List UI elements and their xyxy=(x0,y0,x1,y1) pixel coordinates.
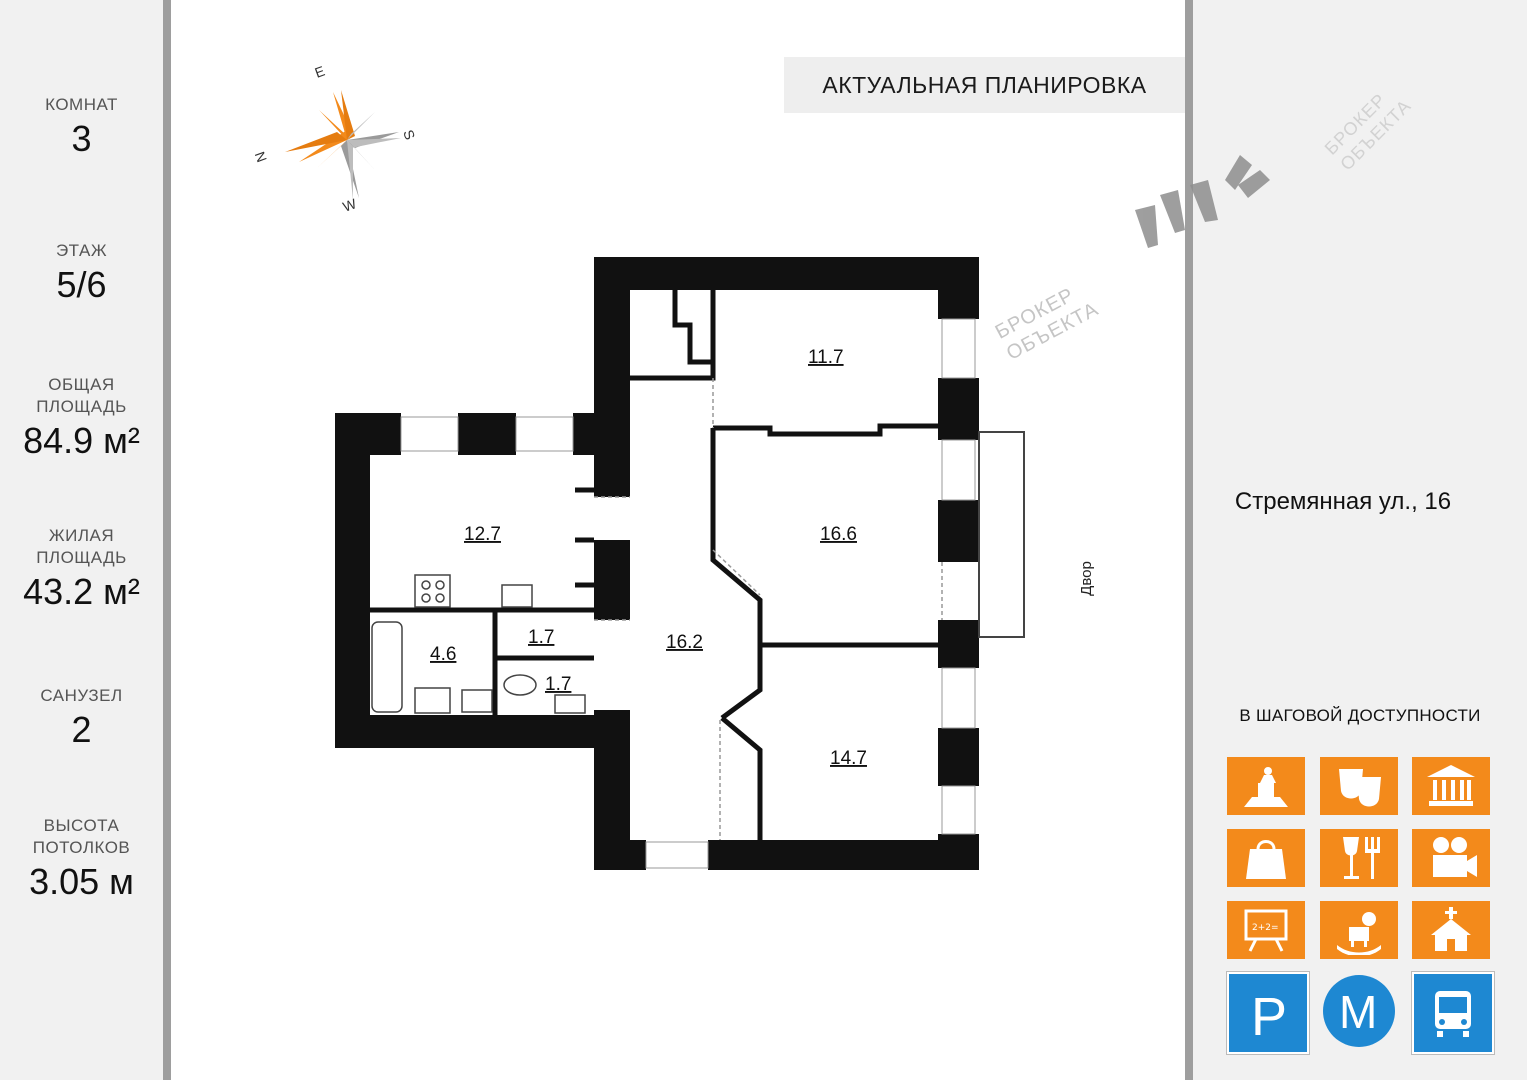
kindergarten-icon xyxy=(1320,901,1398,959)
left-panel-divider xyxy=(163,0,171,1080)
left-info-panel: КОМНАТ 3 ЭТАЖ 5/6 ОБЩАЯ ПЛОЩАДЬ 84.9 м² … xyxy=(0,0,163,1080)
watermark-logo-icon xyxy=(1135,155,1270,248)
stat-label: ЖИЛАЯ ПЛОЩАДЬ xyxy=(36,526,127,567)
stat-total-area: ОБЩАЯ ПЛОЩАДЬ 84.9 м² xyxy=(0,374,163,462)
museum-icon xyxy=(1412,757,1490,815)
svg-text:2+2=: 2+2= xyxy=(1252,923,1279,933)
stat-value: 2 xyxy=(71,709,92,750)
compass-south-label: S xyxy=(400,128,418,142)
room-label: 16.6 xyxy=(820,524,857,545)
restaurant-icon xyxy=(1320,829,1398,887)
address: Стремянная ул., 16 xyxy=(1234,488,1452,515)
room-label: 16.2 xyxy=(666,632,703,653)
room-label: 11.7 xyxy=(808,347,844,368)
windows xyxy=(400,318,976,869)
monument-icon xyxy=(1227,757,1305,815)
stat-value: 3.05 м xyxy=(29,861,134,902)
compass-north-label: N xyxy=(255,149,270,164)
svg-text:P: P xyxy=(1251,987,1287,1043)
bus-sign-icon xyxy=(1412,972,1494,1054)
theatre-icon xyxy=(1320,757,1398,815)
walls xyxy=(335,257,979,870)
compass-rose-icon: E S N W xyxy=(255,63,418,215)
compass-east-label: E xyxy=(313,63,327,81)
interior-walls xyxy=(370,290,938,840)
stat-floor: ЭТАЖ 5/6 xyxy=(0,240,163,306)
stat-label: ВЫСОТА ПОТОЛКОВ xyxy=(32,816,131,857)
stat-value: 3 xyxy=(71,118,92,159)
stat-label: САНУЗЕЛ xyxy=(40,686,123,705)
parking-sign-icon: P xyxy=(1227,972,1309,1054)
stat-ceiling-height: ВЫСОТА ПОТОЛКОВ 3.05 м xyxy=(0,815,163,903)
compass-west-label: W xyxy=(341,195,360,215)
shopping-icon xyxy=(1227,829,1305,887)
stat-bathrooms: САНУЗЕЛ 2 xyxy=(0,685,163,751)
stat-label: ОБЩАЯ ПЛОЩАДЬ xyxy=(36,375,127,416)
room-label: 4.6 xyxy=(430,644,456,665)
doorways xyxy=(594,378,943,840)
stat-rooms: КОМНАТ 3 xyxy=(0,94,163,160)
cinema-icon xyxy=(1412,829,1490,887)
metro-sign-icon: M xyxy=(1320,972,1398,1050)
balcony xyxy=(978,431,1025,638)
stat-living-area: ЖИЛАЯ ПЛОЩАДЬ 43.2 м² xyxy=(0,525,163,613)
school-icon: 2+2= xyxy=(1227,901,1305,959)
stat-label: КОМНАТ xyxy=(45,95,118,114)
room-label: 12.7 xyxy=(464,524,501,545)
room-label: 14.7 xyxy=(830,748,867,769)
floor-plan: 11.7 12.7 16.6 16.2 4.6 1.7 1.7 14.7 xyxy=(335,257,1025,870)
right-panel-divider xyxy=(1185,0,1193,1080)
courtyard-label: Двор xyxy=(1077,561,1095,596)
svg-text:M: M xyxy=(1339,986,1377,1038)
stat-value: 84.9 м² xyxy=(23,420,140,461)
courtyard-label-box: Двор xyxy=(1075,560,1105,600)
room-label: 1.7 xyxy=(528,627,554,648)
bathroom-fixtures xyxy=(371,621,586,714)
church-icon xyxy=(1412,901,1490,959)
walking-distance-title: В ШАГОВОЙ ДОСТУПНОСТИ xyxy=(1239,706,1481,725)
plan-title: АКТУАЛЬНАЯ ПЛАНИРОВКА xyxy=(784,57,1185,113)
stat-value: 5/6 xyxy=(56,264,107,305)
kitchen-fixtures xyxy=(414,574,533,608)
stat-value: 43.2 м² xyxy=(23,571,140,612)
room-label: 1.7 xyxy=(545,674,571,695)
stat-label: ЭТАЖ xyxy=(55,241,108,260)
